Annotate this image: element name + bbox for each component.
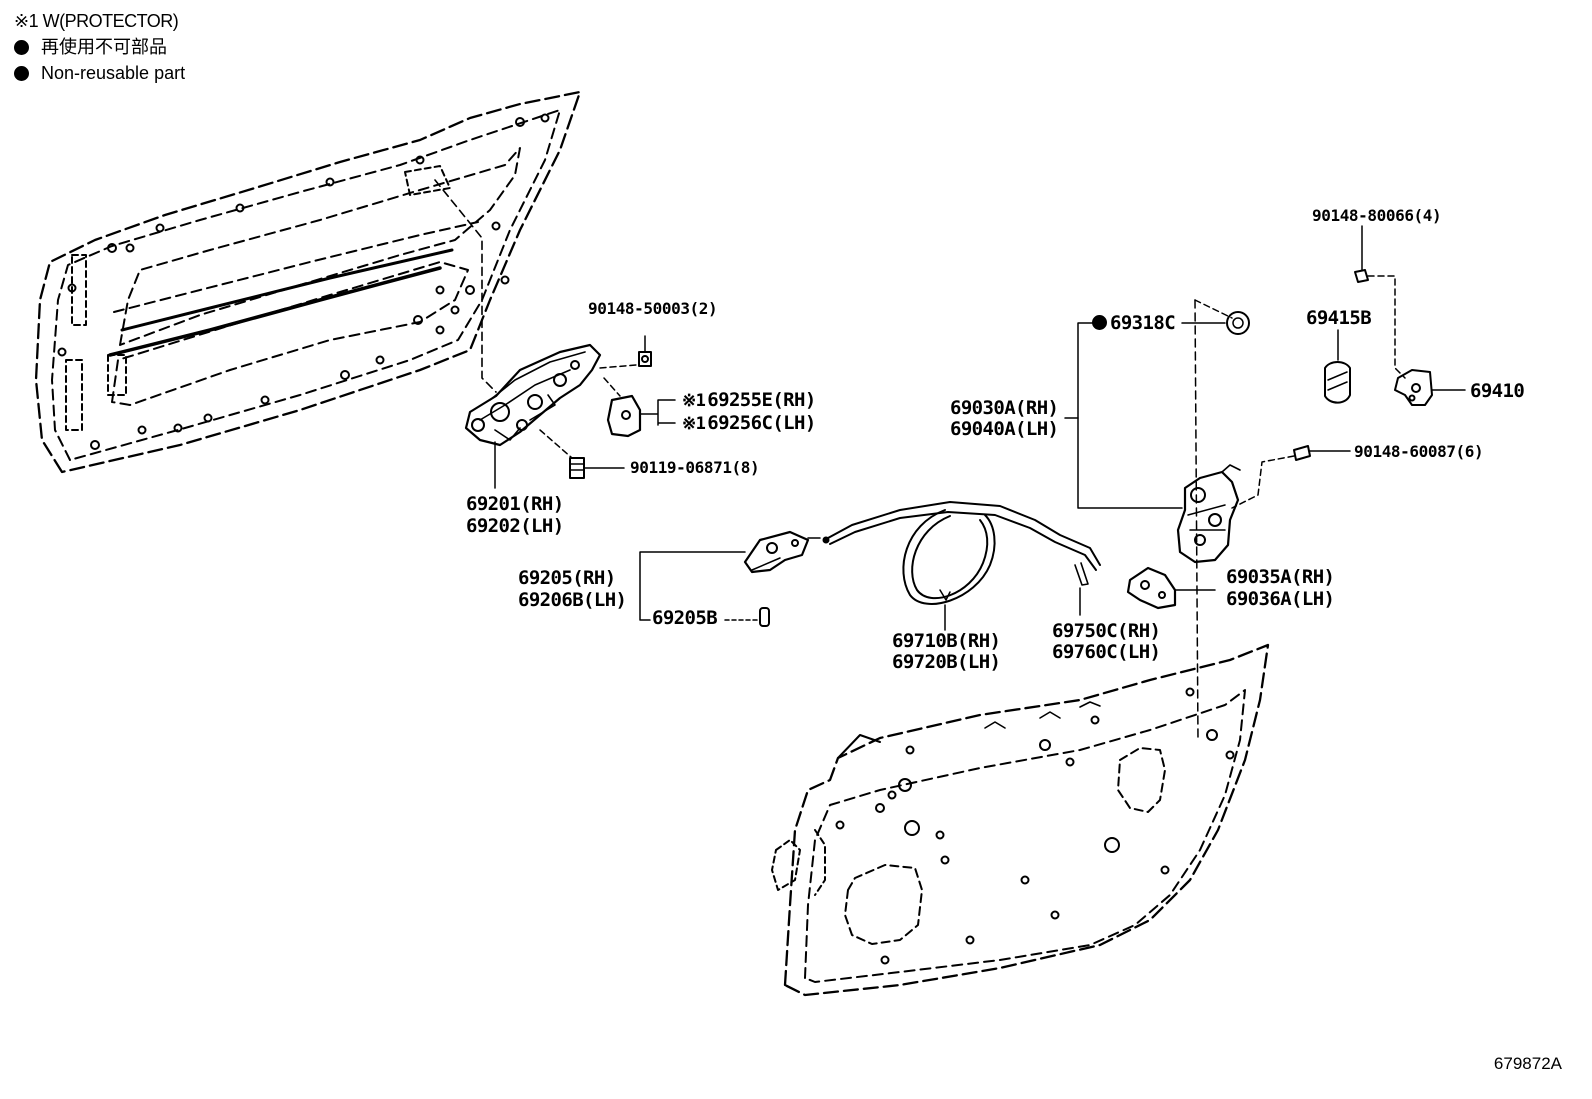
- label-69036A[interactable]: 69036A(LH): [1226, 588, 1335, 610]
- diagram-legend: ※1 W(PROTECTOR) 再使用不可部品 Non-reusable par…: [14, 8, 185, 86]
- protector-note: ※1 W(PROTECTOR): [14, 11, 179, 31]
- outer-door-panel: [34, 90, 582, 474]
- door-lock-cables: [822, 501, 1101, 605]
- protector-mark: ※1: [682, 391, 706, 411]
- label-69201[interactable]: 69201(RH): [466, 493, 564, 515]
- legend-nonreusable-jp: 再使用不可部品: [41, 37, 167, 57]
- bullet-icon: [14, 39, 29, 55]
- lock-actuator: [1126, 566, 1177, 610]
- inside-handle-pad: [759, 607, 770, 627]
- label-69202[interactable]: 69202(LH): [466, 515, 564, 537]
- lock-seal-ring: [1226, 311, 1250, 335]
- label-90148-80066[interactable]: 90148-80066(4): [1312, 206, 1442, 225]
- door-lock-assembly: [1176, 464, 1241, 564]
- screw-90148-60087: [1293, 445, 1311, 461]
- label-90148-50003[interactable]: 90148-50003(2): [588, 299, 718, 318]
- label-69035A[interactable]: 69035A(RH): [1226, 566, 1335, 588]
- bullet-icon: [14, 65, 29, 81]
- label-90119-06871[interactable]: 90119-06871(8): [630, 458, 760, 477]
- protector-mark: ※1: [682, 414, 706, 434]
- label-69750C[interactable]: 69750C(RH): [1052, 620, 1161, 642]
- screw-90148-50003: [638, 351, 652, 367]
- label-69760C[interactable]: 69760C(LH): [1052, 641, 1161, 663]
- bolt-90119-06871: [569, 457, 585, 479]
- door-handle-protector: [606, 394, 642, 438]
- label-69205[interactable]: 69205(RH): [518, 567, 616, 589]
- screw-90148-80066: [1354, 269, 1369, 283]
- legend-nonreusable-en: Non-reusable part: [41, 63, 186, 83]
- inner-door-panel: [771, 643, 1270, 997]
- label-69205B[interactable]: 69205B: [652, 607, 718, 629]
- striker-shim: [1324, 361, 1351, 404]
- label-69318C[interactable]: 69318C: [1092, 312, 1176, 334]
- label-69415B[interactable]: 69415B: [1306, 307, 1372, 329]
- label-90148-60087[interactable]: 90148-60087(6): [1354, 442, 1484, 461]
- nonreusable-bullet-icon: [1092, 315, 1107, 330]
- inside-handle: [743, 530, 810, 574]
- label-69040A[interactable]: 69040A(LH): [950, 418, 1059, 440]
- label-69720B[interactable]: 69720B(LH): [892, 651, 1001, 673]
- illustration-reference: 679872A: [1493, 1054, 1562, 1073]
- label-69410[interactable]: 69410: [1470, 380, 1525, 402]
- label-69030A[interactable]: 69030A(RH): [950, 397, 1059, 419]
- label-69206B[interactable]: 69206B(LH): [518, 589, 627, 611]
- door-striker: [1394, 369, 1433, 406]
- outside-handle-frame: [464, 343, 602, 447]
- label-69710B[interactable]: 69710B(RH): [892, 630, 1001, 652]
